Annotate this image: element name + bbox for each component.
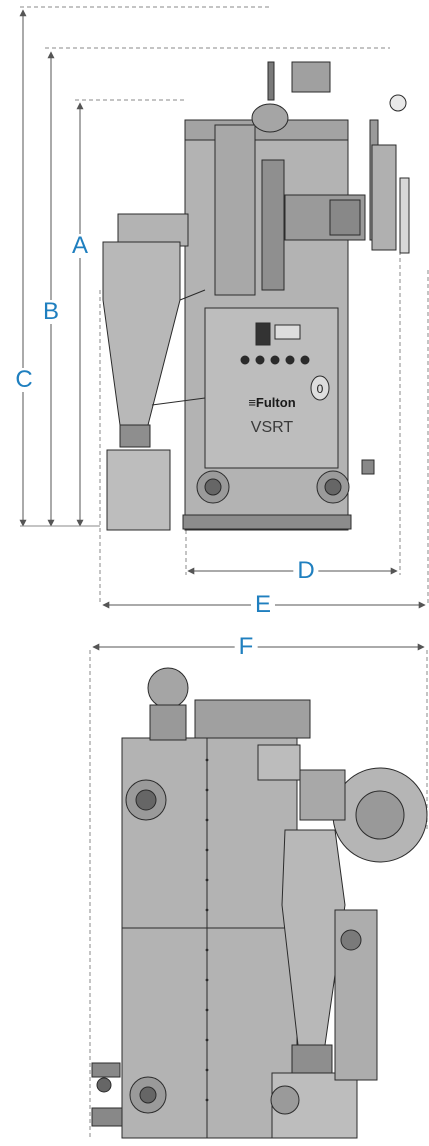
stack-outlet xyxy=(251,103,289,133)
dimension-label-f: F xyxy=(234,635,258,659)
sight-glass xyxy=(399,177,410,254)
side-cyclone-coil xyxy=(291,1044,333,1074)
side-drain-valve xyxy=(91,1107,123,1127)
panel-display xyxy=(255,322,271,346)
water-column xyxy=(371,144,397,251)
burner-flange xyxy=(261,159,285,291)
side-left-valve xyxy=(91,1062,121,1078)
dimension-label-c: C xyxy=(13,366,35,393)
side-manifold xyxy=(194,699,311,739)
top-valve-stem xyxy=(267,61,275,101)
top-valve-pipe xyxy=(291,61,331,93)
panel-switches xyxy=(240,355,310,365)
dimension-label-b: B xyxy=(40,298,62,325)
model-label: VSRT xyxy=(251,419,294,436)
side-top-valve xyxy=(147,667,189,709)
panel-readout xyxy=(274,324,301,340)
drain-valve xyxy=(361,459,375,475)
side-vent xyxy=(340,929,362,951)
dimension-label-e: E xyxy=(250,593,276,617)
side-view xyxy=(89,650,428,1139)
side-extension-lines xyxy=(89,650,428,1138)
side-control-box xyxy=(257,744,301,781)
panel-dial xyxy=(310,375,330,401)
boiler-base xyxy=(182,514,352,530)
panel-dial-label: 0 xyxy=(317,382,324,396)
side-handwheel xyxy=(96,1077,112,1093)
cyclone-coil xyxy=(119,424,151,448)
burner-body xyxy=(214,124,256,296)
pressure-gauge xyxy=(389,94,407,112)
front-view xyxy=(20,6,429,605)
dimension-label-a: A xyxy=(69,232,91,259)
burner-motor-cap xyxy=(329,199,361,236)
extension-lines xyxy=(20,6,429,605)
fan-duct xyxy=(299,769,346,821)
rivet-line xyxy=(205,758,209,1102)
cyclone-body xyxy=(102,241,181,426)
side-lower-port-right xyxy=(270,1085,300,1115)
dimension-label-d: D xyxy=(293,559,319,583)
cyclone-bucket xyxy=(106,449,171,531)
brand-label: ≡Fulton xyxy=(248,395,295,410)
side-top-pipe xyxy=(149,704,187,741)
cyclone-inlet-duct xyxy=(117,213,189,247)
